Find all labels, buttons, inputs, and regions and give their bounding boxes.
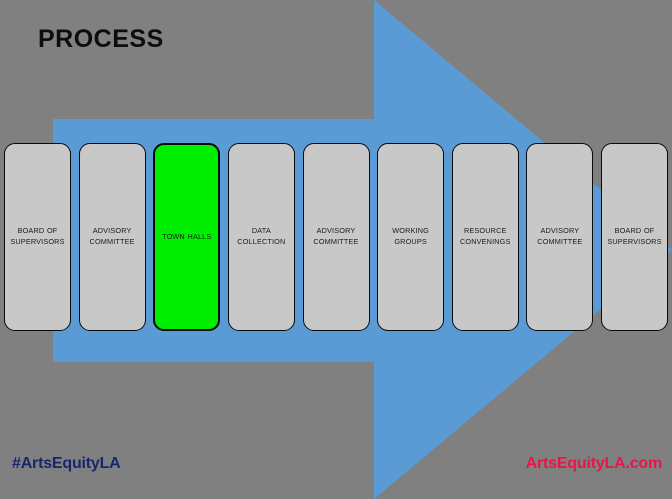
- process-step-board-of-supervisors-1[interactable]: BOARD OF SUPERVISORS: [4, 143, 71, 331]
- step-label: WORKING GROUPS: [392, 226, 429, 247]
- step-label-line1: WORKING: [392, 226, 429, 236]
- step-label-line2: COMMITTEE: [313, 237, 359, 246]
- hashtag-label: #ArtsEquityLA: [12, 455, 121, 472]
- process-step-data-collection[interactable]: DATA COLLECTION: [227, 143, 295, 331]
- website-label[interactable]: ArtsEquityLA.com: [525, 455, 663, 472]
- step-label: ADVISORY COMMITTEE: [537, 226, 582, 247]
- process-step-advisory-committee-2[interactable]: ADVISORY COMMITTEE: [302, 143, 370, 331]
- step-label-line1: BOARD OF: [17, 226, 58, 236]
- step-label-line2: COLLECTION: [237, 237, 286, 246]
- step-label-line1: BOARD OF: [614, 226, 655, 236]
- step-label: TOWN HALLS: [162, 232, 211, 243]
- step-label-line2: COMMITTEE: [89, 237, 135, 246]
- step-label-line1: ADVISORY: [316, 226, 356, 236]
- step-label: RESOURCE CONVENINGS: [460, 226, 511, 247]
- step-label: BOARD OF SUPERVISORS: [607, 226, 661, 247]
- process-step-list: BOARD OF SUPERVISORS ADVISORY COMMITTEE …: [4, 143, 668, 331]
- step-label-line1: RESOURCE: [463, 226, 507, 236]
- process-step-working-groups[interactable]: WORKING GROUPS: [377, 143, 445, 331]
- process-step-resource-convenings[interactable]: RESOURCE CONVENINGS: [451, 143, 519, 331]
- step-label-line2: CONVENINGS: [459, 237, 511, 246]
- step-label-line1: ADVISORY: [540, 226, 580, 236]
- step-label: ADVISORY COMMITTEE: [90, 226, 135, 247]
- step-label: ADVISORY COMMITTEE: [313, 226, 358, 247]
- step-label: DATA COLLECTION: [237, 226, 285, 247]
- process-step-advisory-committee-1[interactable]: ADVISORY COMMITTEE: [78, 143, 146, 331]
- process-step-town-halls[interactable]: TOWN HALLS: [153, 143, 221, 331]
- step-label-line2: GROUPS: [394, 237, 427, 246]
- step-label: BOARD OF SUPERVISORS: [10, 226, 64, 247]
- page-title: PROCESS: [38, 25, 164, 53]
- step-label-line1: TOWN HALLS: [162, 231, 212, 241]
- step-label-line2: SUPERVISORS: [607, 237, 662, 246]
- step-label-line1: DATA: [251, 226, 271, 236]
- step-label-line2: COMMITTEE: [537, 237, 583, 246]
- process-step-advisory-committee-3[interactable]: ADVISORY COMMITTEE: [526, 143, 594, 331]
- step-label-line2: SUPERVISORS: [10, 237, 65, 246]
- step-label-line1: ADVISORY: [92, 226, 132, 236]
- process-step-board-of-supervisors-2[interactable]: BOARD OF SUPERVISORS: [601, 143, 668, 331]
